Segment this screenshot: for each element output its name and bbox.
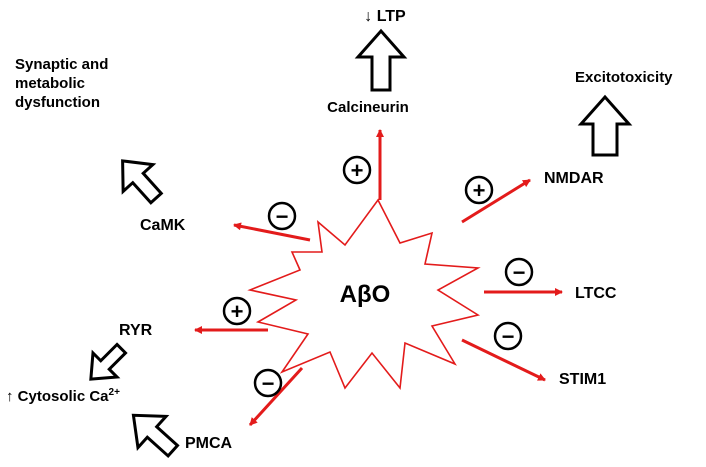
svg-text:+: + [473, 178, 486, 203]
label-nmdar: NMDAR [544, 170, 604, 187]
label-synaptic-line2: metabolic [15, 75, 85, 92]
effect-symbol-pmca: − [253, 368, 283, 398]
svg-text:+: + [231, 299, 244, 324]
starburst-shape [247, 198, 481, 391]
effect-symbol-calcineurin: + [342, 155, 372, 185]
label-cytosolic-calcium: ↑ Cytosolic Ca2+ [6, 387, 120, 405]
cytosolic-text: ↑ Cytosolic Ca [6, 388, 109, 405]
block-arrow-pmca-to-cytosolic [131, 413, 180, 459]
block-arrow-ryr-to-cytosolic [89, 342, 128, 381]
label-pmca: PMCA [185, 435, 233, 452]
block-arrow-to-synaptic [121, 159, 164, 205]
label-synaptic-line1: Synaptic and [15, 56, 108, 73]
effect-symbol-camk: − [267, 201, 297, 231]
svg-text:−: − [513, 260, 526, 285]
svg-text:+: + [351, 158, 364, 183]
cytosolic-superscript: 2+ [108, 387, 120, 398]
arrow-to-nmdar [461, 178, 531, 224]
label-stim1: STIM1 [559, 371, 606, 388]
arrow-to-camk [233, 222, 311, 242]
label-excitotoxicity: Excitotoxicity [575, 69, 673, 86]
label-ltp: ↓ LTP [364, 8, 406, 25]
label-synaptic-line3: dysfunction [15, 94, 100, 111]
block-arrow-up-excitotoxicity [577, 94, 633, 157]
block-arrow-up-ltp [354, 28, 408, 92]
arrow-to-stim1 [461, 338, 546, 382]
effect-symbol-ryr: + [222, 296, 252, 326]
label-ltcc: LTCC [575, 285, 617, 302]
svg-text:−: − [502, 324, 515, 349]
svg-text:−: − [262, 371, 275, 396]
effect-symbol-ltcc: − [504, 257, 534, 287]
label-camk: CaMK [140, 217, 186, 234]
center-label: AβO [340, 281, 391, 308]
effect-symbol-nmdar: + [464, 175, 494, 205]
label-calcineurin: Calcineurin [327, 99, 409, 116]
label-ryr: RYR [119, 322, 153, 339]
effect-symbol-stim1: − [493, 321, 523, 351]
arrow-to-pmca [248, 366, 304, 427]
svg-text:−: − [276, 204, 289, 229]
